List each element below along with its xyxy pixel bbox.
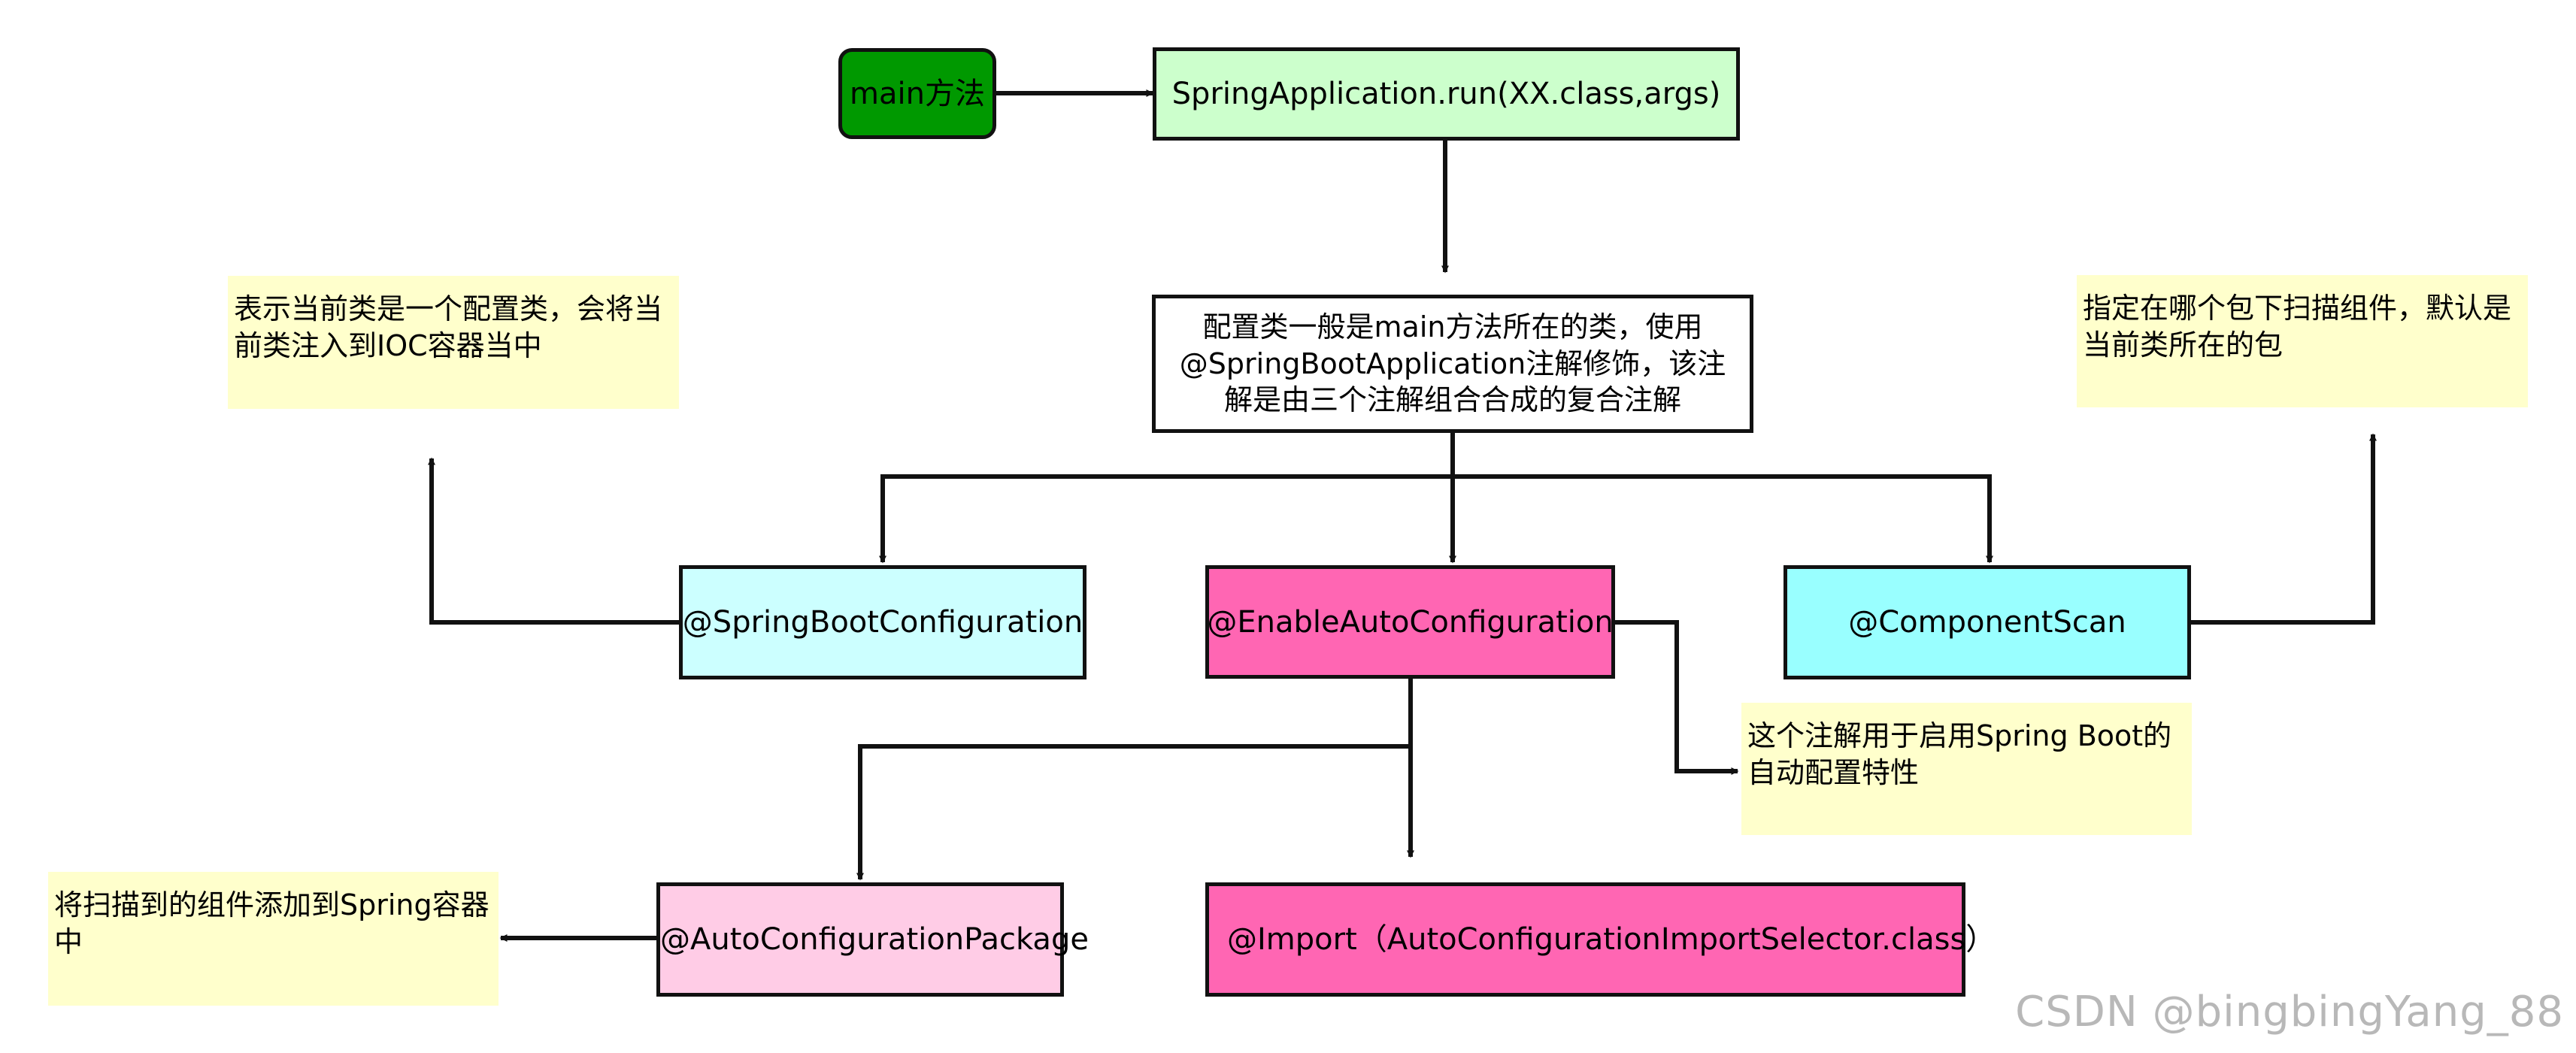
component-scan-node: @ComponentScan <box>1784 565 2191 679</box>
auto-configuration-package-note: 将扫描到的组件添加到Spring容器中 <box>48 872 499 1006</box>
configuration-class-node: 配置类一般是main方法所在的类，使用@SpringBootApplicatio… <box>1152 295 1753 433</box>
spring-application-run-node: SpringApplication.run(XX.class,args) <box>1153 47 1740 141</box>
edge-enableautoconfiguration-to-autoconfigurationpackage <box>856 679 1413 881</box>
component-scan-note: 指定在哪个包下扫描组件，默认是当前类所在的包 <box>2077 275 2528 407</box>
auto-configuration-package-node: @AutoConfigurationPackage <box>656 882 1089 997</box>
import-selector-node: @Import（AutoConfigurationImportSelector.… <box>1205 882 1996 997</box>
edge-springbootconfiguration-to-note <box>428 457 679 625</box>
spring-boot-configuration-node: @SpringBootConfiguration <box>679 565 1086 679</box>
csdn-watermark: CSDN @bingbingYang_88 <box>2015 988 2564 1036</box>
enable-auto-configuration-note: 这个注解用于启用Spring Boot的自动配置特性 <box>1741 703 2192 835</box>
main-method-node: main方法 <box>838 48 996 139</box>
configuration-note: 表示当前类是一个配置类，会将当前类注入到IOC容器当中 <box>228 276 679 409</box>
edge-config-to-springbootconfiguration <box>879 474 1453 564</box>
enable-auto-configuration-node: @EnableAutoConfiguration <box>1205 565 1615 679</box>
edge-componentscan-to-note <box>2191 433 2377 625</box>
edge-enableautoconfiguration-to-note <box>1615 620 1739 775</box>
edge-config-to-componentscan <box>1453 474 1993 564</box>
